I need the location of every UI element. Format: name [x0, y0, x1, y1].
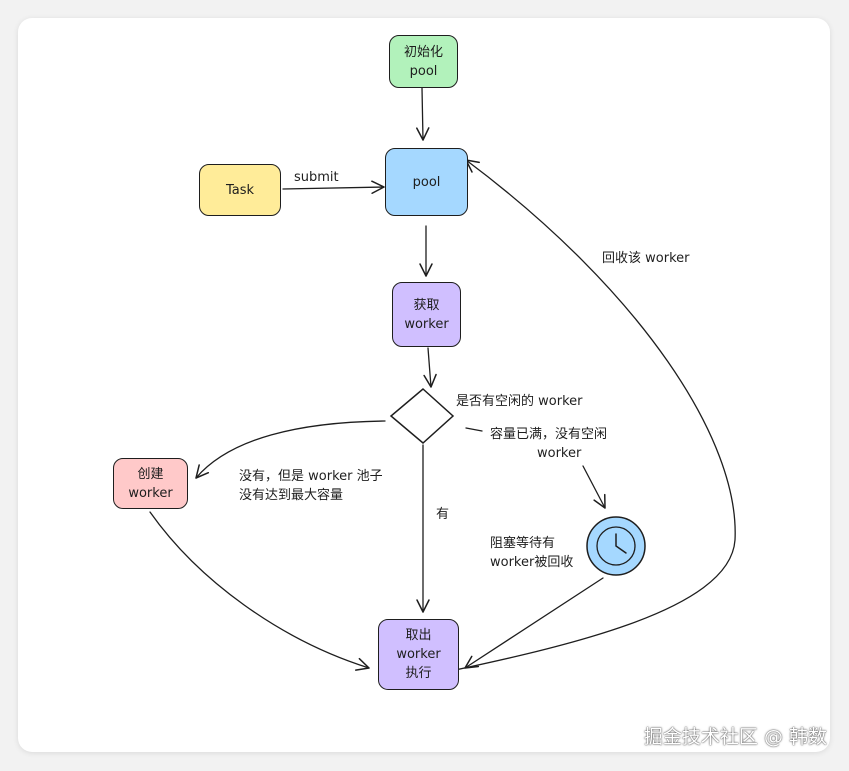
- yes-label: 有: [436, 507, 450, 522]
- create-worker-line2: worker: [128, 485, 173, 501]
- get-worker-line2: worker: [404, 316, 449, 332]
- task-label: Task: [225, 182, 255, 198]
- task-node: Task: [199, 164, 281, 216]
- create-worker-line1: 创建: [137, 466, 164, 482]
- not-full-label: 没有，但是 worker 池子 没有达到最大容量: [239, 467, 383, 505]
- arrow-wait-to-execute: [464, 577, 604, 669]
- clock-icon: [586, 516, 646, 576]
- capacity-full-line2: worker: [537, 446, 582, 461]
- blocking-wait-line1: 阻塞等待有: [490, 536, 556, 551]
- execute-line3: 执行: [405, 666, 432, 681]
- submit-label: submit: [294, 170, 339, 185]
- arrow-decision-to-create: [195, 420, 386, 479]
- decision-diamond: [389, 388, 455, 444]
- arrow-task-to-pool: [282, 180, 385, 194]
- blocking-wait-label: 阻塞等待有 worker被回收: [490, 534, 573, 572]
- pool-label: pool: [412, 174, 441, 190]
- execute-worker-node: 取出 worker 执行: [378, 619, 459, 690]
- not-full-line2: 没有达到最大容量: [239, 488, 344, 503]
- get-worker-line1: 获取: [413, 297, 440, 313]
- init-pool-line1: 初始化: [403, 44, 443, 60]
- capacity-full-line1: 容量已满，没有空闲: [490, 427, 608, 442]
- not-full-line1: 没有，但是 worker 池子: [239, 469, 383, 484]
- execute-line2: worker: [396, 647, 441, 662]
- arrow-init-to-pool: [416, 87, 430, 141]
- arrow-get-worker-to-decision: [423, 347, 437, 388]
- arrow-full-to-wait: [582, 465, 606, 509]
- create-worker-node: 创建 worker: [113, 458, 188, 509]
- init-pool-node: 初始化 pool: [389, 35, 458, 88]
- capacity-full-label: 容量已满，没有空闲 worker: [490, 425, 607, 463]
- decision-label: 是否有空闲的 worker: [456, 394, 583, 409]
- arrow-create-to-execute: [149, 511, 370, 671]
- tick-full-label: [465, 427, 483, 432]
- pool-node: pool: [385, 148, 468, 216]
- init-pool-line2: pool: [409, 63, 438, 79]
- execute-line1: 取出: [405, 628, 432, 643]
- recycle-label: 回收该 worker: [602, 251, 690, 266]
- arrow-recycle-to-pool: [417, 159, 736, 679]
- get-worker-node: 获取 worker: [392, 282, 461, 347]
- watermark: 掘金技术社区 @ 韩数: [643, 726, 827, 748]
- blocking-wait-line2: worker被回收: [490, 555, 574, 570]
